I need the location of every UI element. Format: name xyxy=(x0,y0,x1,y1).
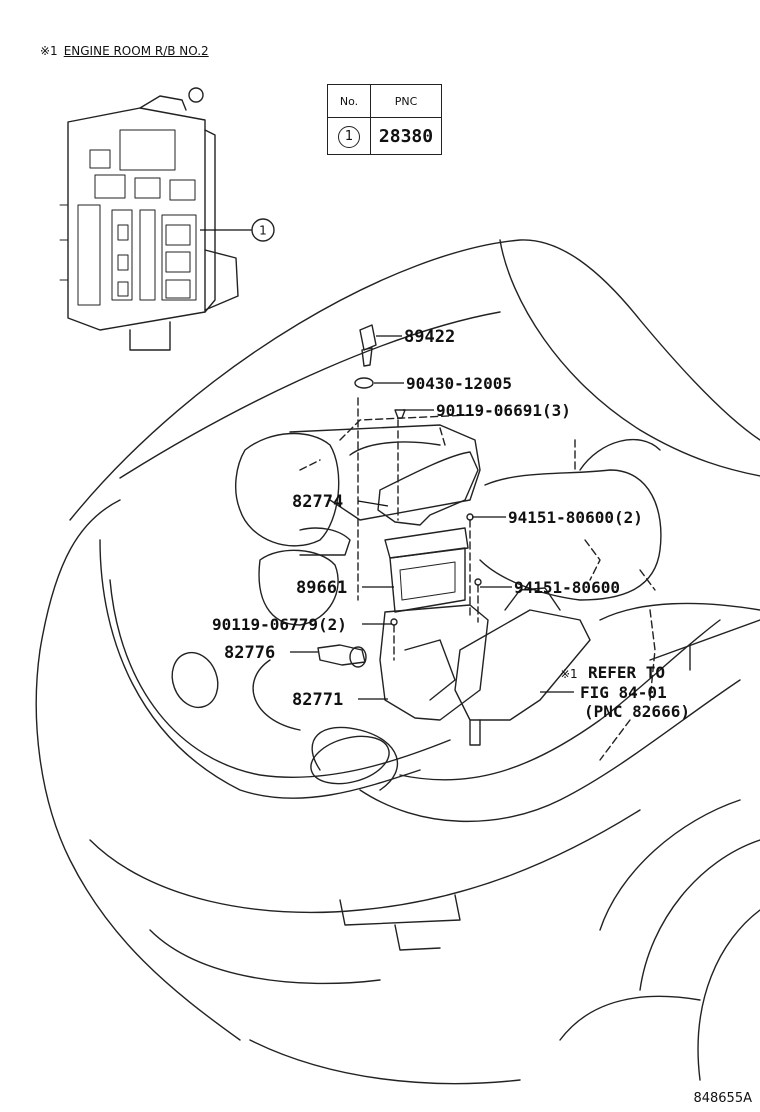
leader-lines xyxy=(290,335,574,700)
pnc-table: No. PNC 1 28380 xyxy=(327,84,442,155)
header-mark: ※1 xyxy=(40,44,58,58)
part-90119-06779-label: 90119-06779(2) xyxy=(212,615,347,634)
refer-line-3: (PNC 82666) xyxy=(584,702,690,721)
part-94151-80600-2-label: 94151-80600(2) xyxy=(508,508,643,527)
header-title: ENGINE ROOM R/B NO.2 xyxy=(63,44,209,58)
car-body-illustration xyxy=(35,239,760,1085)
part-82774-label: 82774 xyxy=(292,492,343,512)
pnc-row-number: 1 xyxy=(338,126,360,148)
refer-line-1: REFER TO xyxy=(588,663,665,682)
refer-note: ※1 REFER TO FIG 84-01 (PNC 82666) xyxy=(560,663,690,721)
relay-block-illustration xyxy=(59,87,239,351)
pnc-table-header-no: No. xyxy=(327,84,371,118)
part-82776-label: 82776 xyxy=(224,643,275,663)
callout-1: 1 xyxy=(200,218,275,242)
part-90119-06691-label: 90119-06691(3) xyxy=(436,401,571,420)
part-89422-label: 89422 xyxy=(404,327,455,347)
refer-mark: ※1 xyxy=(560,667,578,681)
relay-block-header: ※1 ENGINE ROOM R/B NO.2 xyxy=(40,44,209,58)
pnc-table-cell-pnc: 28380 xyxy=(370,117,442,155)
refer-line-2: FIG 84-01 xyxy=(580,683,667,702)
part-94151-80600-label: 94151-80600 xyxy=(514,578,620,597)
pnc-table-cell-no: 1 xyxy=(327,117,371,155)
ecu-assembly-illustration xyxy=(299,324,656,761)
illustration-code: 848655A xyxy=(693,1091,752,1106)
callout-1-label: 1 xyxy=(259,224,267,238)
part-89661-label: 89661 xyxy=(296,578,347,598)
part-90430-12005-label: 90430-12005 xyxy=(406,374,512,393)
part-82771-label: 82771 xyxy=(292,690,343,710)
engine-components-illustration xyxy=(235,424,662,626)
